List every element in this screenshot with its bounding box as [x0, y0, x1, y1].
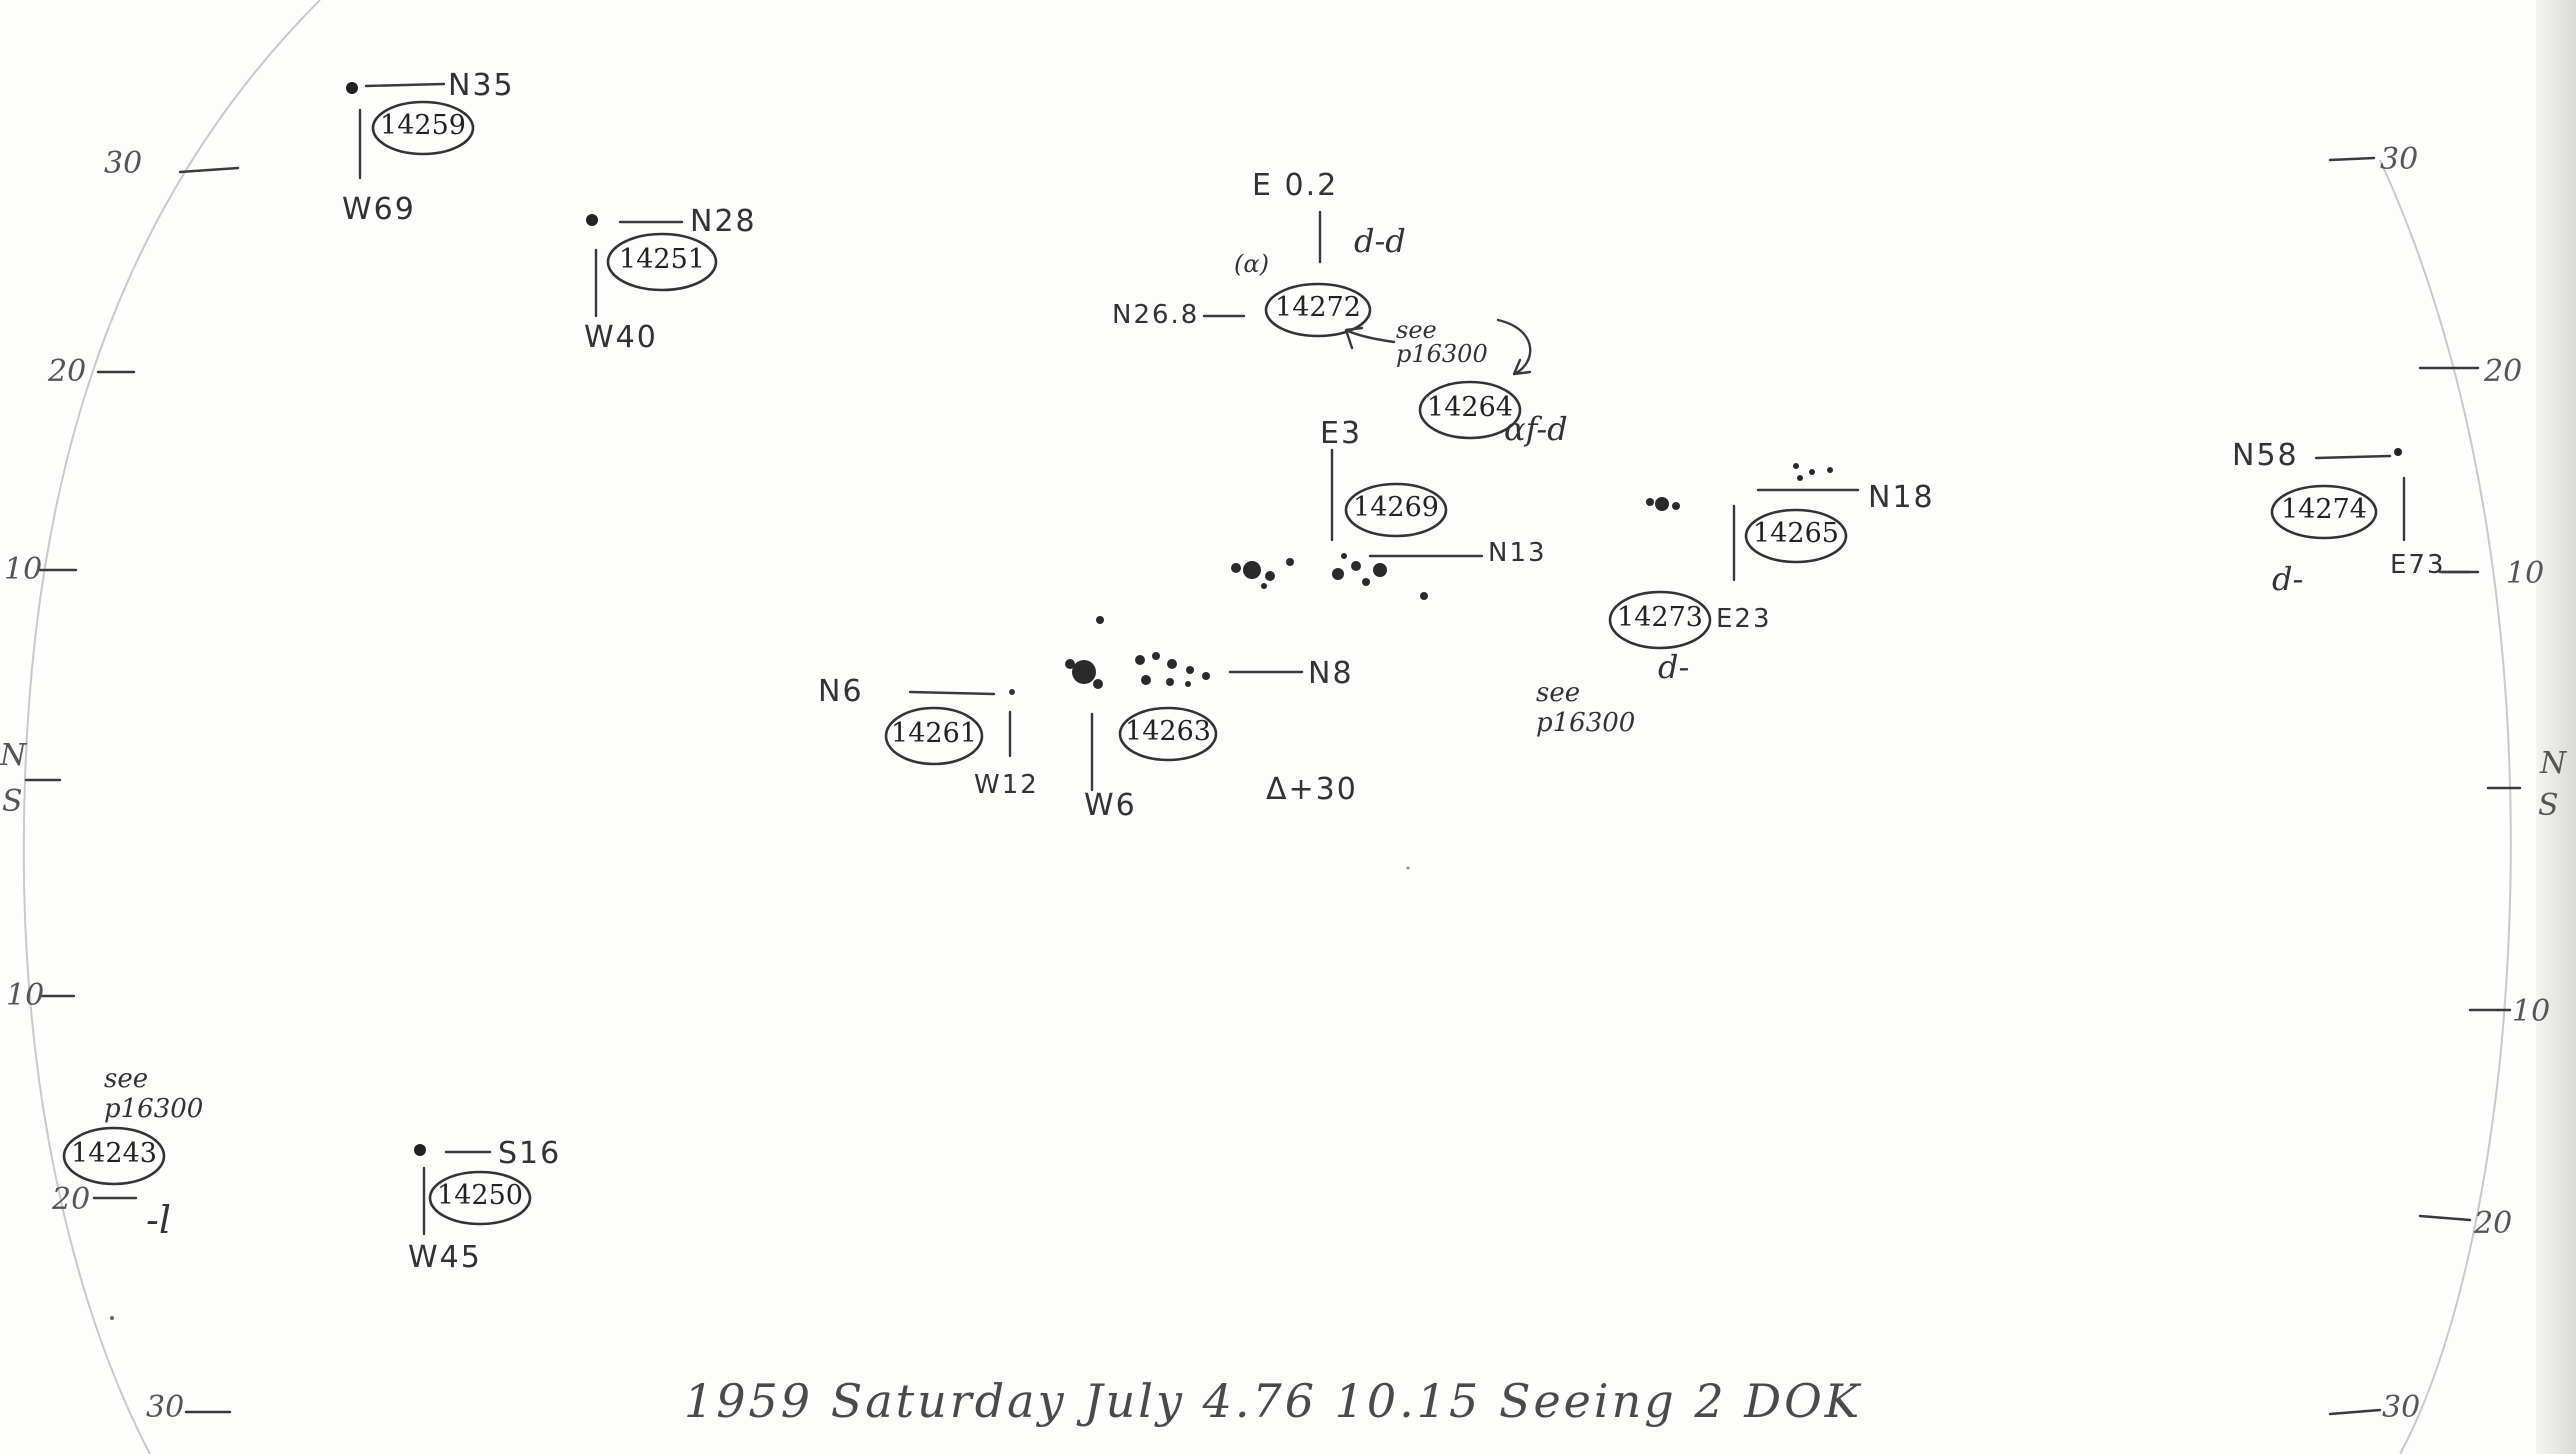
region-class: d-d — [1354, 222, 1406, 260]
region-number: 14250 — [437, 1180, 523, 1211]
spot-cluster — [1231, 553, 1428, 600]
region-class: -l — [146, 1198, 171, 1242]
rim-label-right: 30 — [2382, 1390, 2421, 1425]
rim-label-right: S — [2538, 788, 2559, 823]
rim-label-left: S — [2, 784, 23, 819]
curved-arrow — [1496, 318, 1532, 376]
dust-speck — [110, 1316, 114, 1320]
rim-label-left: 30 — [146, 1390, 185, 1425]
coord-label: E3 — [1320, 416, 1363, 451]
rim-label-right: N — [2540, 746, 2567, 781]
region-number: 14274 — [2281, 494, 2367, 525]
rim-label-right: 10 — [2512, 994, 2551, 1029]
region-note: Δ+30 — [1266, 772, 1358, 807]
coord-label: N58 — [2232, 438, 2299, 473]
rim-tick — [178, 166, 240, 174]
region-number: 14261 — [891, 718, 977, 749]
sunspot — [1009, 689, 1015, 695]
region-note: (α) — [1234, 250, 1269, 278]
region-ring — [62, 1126, 166, 1186]
rim-label-right: 20 — [2484, 354, 2523, 389]
see-reference: see p16300 — [1536, 678, 1636, 738]
region-ring — [2270, 484, 2378, 540]
region-ring — [371, 100, 475, 156]
region-number: 14259 — [380, 110, 466, 141]
disk-left-limb — [22, 0, 321, 1454]
sunspot — [586, 214, 598, 226]
coord-label: N28 — [690, 204, 757, 239]
leader-line — [2314, 454, 2392, 460]
region-number: 14263 — [1125, 716, 1211, 747]
region-number: 14243 — [71, 1138, 157, 1169]
region-number: 14273 — [1617, 602, 1703, 633]
coord-label: N6 — [818, 674, 864, 709]
coord-label: E73 — [2390, 550, 2446, 580]
sunspot — [2394, 448, 2402, 456]
rim-label-left: 20 — [52, 1182, 91, 1217]
spot-cluster — [1646, 463, 1833, 511]
region-number: 14269 — [1353, 492, 1439, 523]
region-ring — [1344, 482, 1448, 538]
leader-line — [908, 690, 996, 696]
spot-cluster — [1065, 616, 1210, 689]
coord-label: N26.8 — [1112, 300, 1200, 330]
region-number: 14251 — [619, 244, 705, 275]
see-reference: see p16300 — [104, 1064, 204, 1124]
rim-label-left: 30 — [104, 146, 143, 181]
rim-label-right: 10 — [2506, 556, 2545, 591]
coord-label: N18 — [1868, 480, 1935, 515]
rim-label-left: N — [0, 738, 27, 773]
coord-label: N13 — [1488, 538, 1547, 568]
region-ring — [1608, 590, 1712, 650]
observation-footer: 1959 Saturday July 4.76 10.15 Seeing 2 D… — [684, 1374, 1863, 1428]
dust-speck — [1406, 866, 1410, 870]
coord-label: E 0.2 — [1252, 168, 1339, 203]
region-number: 14265 — [1753, 518, 1839, 549]
rim-label-left: 10 — [6, 978, 45, 1013]
coord-label: S16 — [498, 1136, 562, 1171]
rim-tick — [2328, 156, 2376, 162]
region-number: 14264 — [1427, 392, 1513, 423]
rim-label-right: 30 — [2380, 142, 2419, 177]
coord-label: W40 — [584, 320, 658, 355]
region-ring — [1744, 508, 1848, 564]
region-ring — [1264, 282, 1372, 338]
coord-label: W69 — [342, 192, 416, 227]
region-class: αf-d — [1504, 410, 1568, 448]
see-arrow — [1344, 326, 1396, 350]
region-ring — [1118, 706, 1218, 762]
rim-label-right: 20 — [2474, 1206, 2513, 1241]
rim-label-left: 10 — [4, 552, 43, 587]
region-class: d- — [2272, 560, 2304, 598]
leader-line — [364, 82, 446, 88]
coord-label: W45 — [408, 1240, 482, 1275]
rim-tick — [2418, 1214, 2472, 1222]
rim-label-left: 20 — [48, 354, 87, 389]
coord-label: W6 — [1084, 788, 1137, 823]
region-ring — [884, 706, 984, 766]
see-reference: see p16300 — [1396, 316, 1488, 368]
coord-label: N8 — [1308, 656, 1354, 691]
rim-tick — [2328, 1408, 2382, 1416]
sunspot — [414, 1144, 426, 1156]
region-number: 14272 — [1275, 292, 1361, 323]
sunspot — [346, 82, 358, 94]
coord-label: N35 — [448, 68, 515, 103]
region-class: d- — [1658, 648, 1690, 686]
coord-label: E23 — [1716, 604, 1772, 634]
region-ring — [428, 1170, 532, 1226]
coord-label: W12 — [974, 770, 1039, 800]
region-ring — [606, 232, 718, 292]
paper-edge-shadow — [2536, 0, 2576, 1454]
region-ring — [1418, 380, 1522, 440]
disk-right-limb — [2379, 159, 2512, 1454]
